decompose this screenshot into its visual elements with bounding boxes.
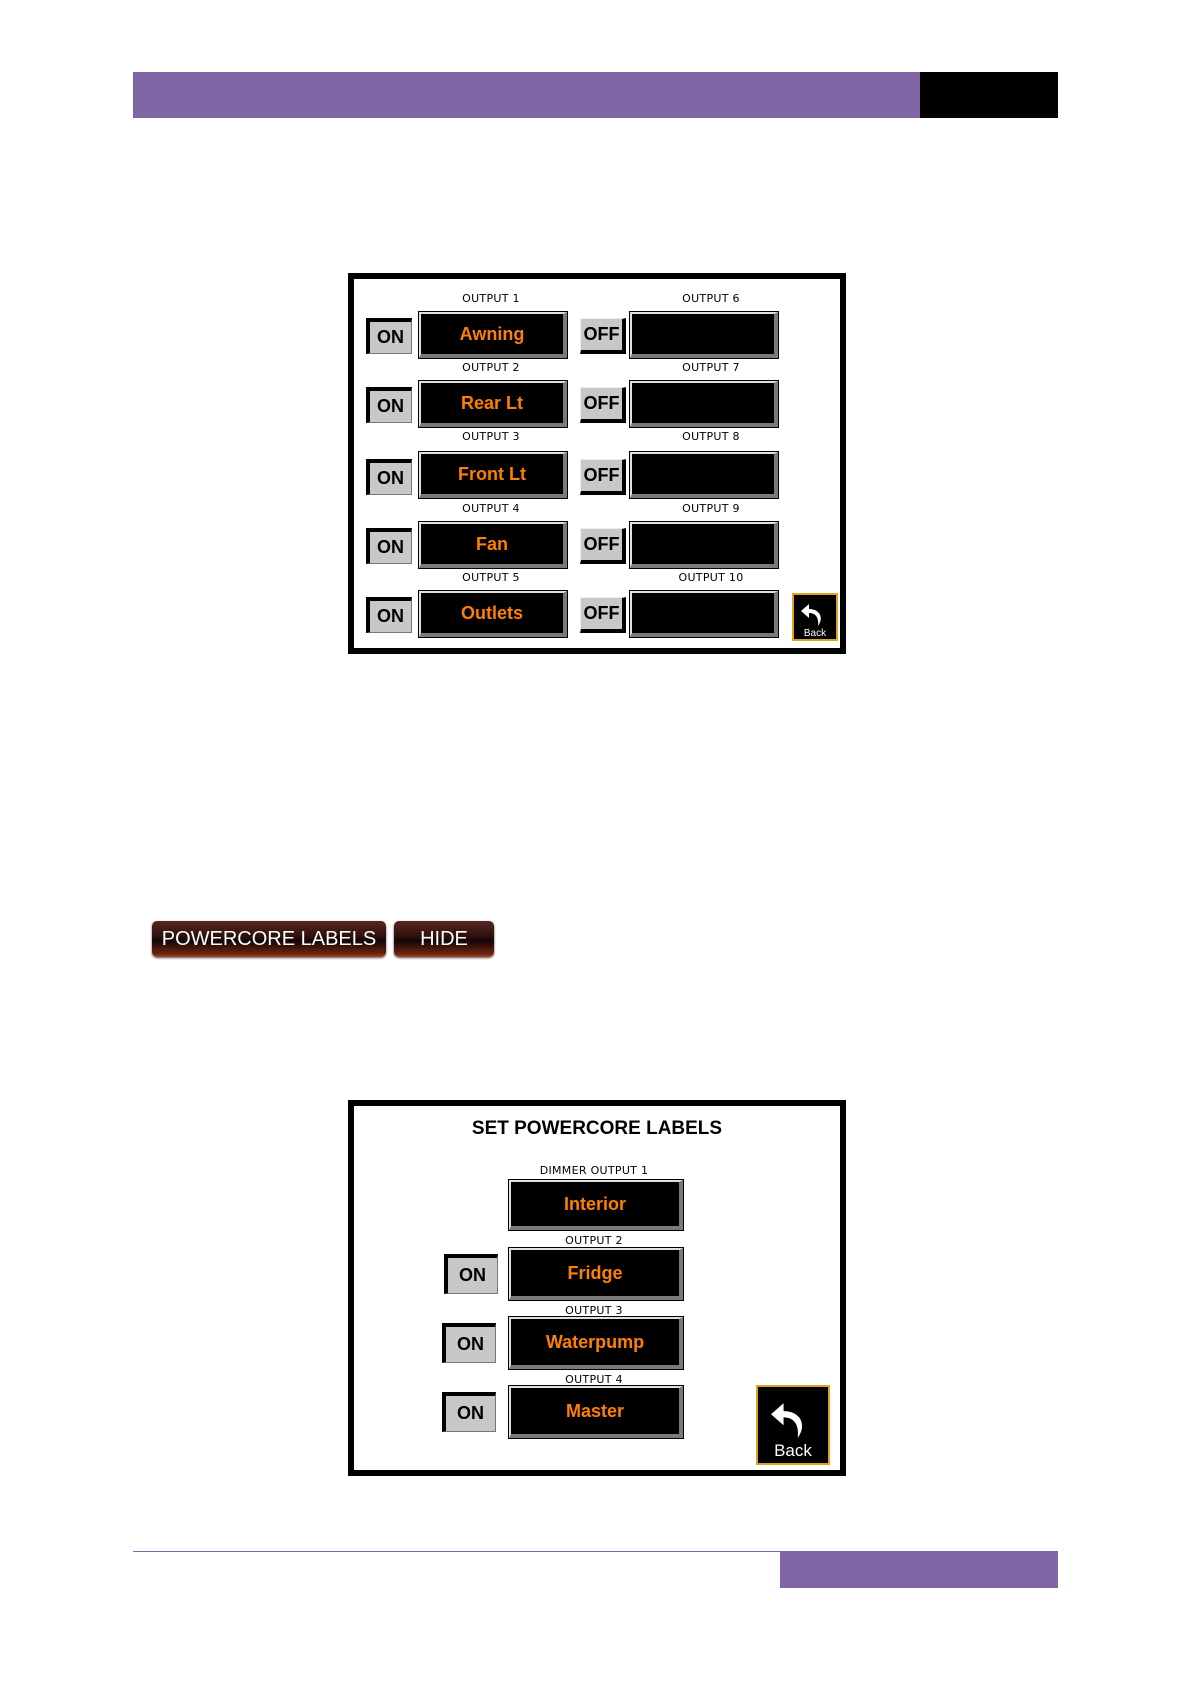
back-arrow-icon (769, 1397, 817, 1441)
powercore-labels-button[interactable]: POWERCORE LABELS (152, 921, 386, 957)
dimmer-output-1-caption: DIMMER OUTPUT 1 (514, 1164, 674, 1177)
output-1-toggle[interactable]: ON (366, 318, 412, 354)
back-button[interactable]: Back (792, 593, 838, 641)
output-2-caption: OUTPUT 2 (426, 361, 556, 374)
output-8-toggle[interactable]: OFF (580, 459, 626, 495)
output-10-caption: OUTPUT 10 (646, 571, 776, 584)
back-button[interactable]: Back (756, 1385, 830, 1465)
set-powercore-labels-screen: SET POWERCORE LABELS DIMMER OUTPUT 1 Int… (348, 1100, 846, 1476)
screen-title: SET POWERCORE LABELS (354, 1118, 840, 1140)
output-7-label-button[interactable] (630, 381, 778, 427)
output-4-caption: OUTPUT 4 (426, 502, 556, 515)
output-4-label-button[interactable]: Master (509, 1386, 683, 1438)
output-5-caption: OUTPUT 5 (426, 571, 556, 584)
output-2-toggle[interactable]: ON (366, 387, 412, 423)
hide-button[interactable]: HIDE (394, 921, 494, 957)
output-5-label-button[interactable]: Outlets (419, 591, 567, 637)
document-header-bar (133, 72, 920, 118)
output-7-toggle[interactable]: OFF (580, 387, 626, 423)
output-10-toggle[interactable]: OFF (580, 597, 626, 633)
output-6-label-button[interactable] (630, 312, 778, 358)
output-4-toggle[interactable]: ON (442, 1392, 496, 1432)
output-2-label-button[interactable]: Fridge (509, 1248, 683, 1300)
output-8-label-button[interactable] (630, 452, 778, 498)
output-3-label-button[interactable]: Front Lt (419, 452, 567, 498)
document-header-block (920, 72, 1058, 118)
output-7-caption: OUTPUT 7 (646, 361, 776, 374)
output-4-caption: OUTPUT 4 (514, 1373, 674, 1386)
output-9-caption: OUTPUT 9 (646, 502, 776, 515)
output-control-screen: OUTPUT 1 ON Awning OUTPUT 2 ON Rear Lt O… (348, 273, 846, 654)
output-2-caption: OUTPUT 2 (514, 1234, 674, 1247)
output-6-caption: OUTPUT 6 (646, 292, 776, 305)
output-2-label-button[interactable]: Rear Lt (419, 381, 567, 427)
output-9-label-button[interactable] (630, 522, 778, 568)
output-1-caption: OUTPUT 1 (426, 292, 556, 305)
output-2-toggle[interactable]: ON (444, 1254, 498, 1294)
output-5-toggle[interactable]: ON (366, 597, 412, 633)
back-button-label: Back (804, 628, 826, 639)
output-3-label-button[interactable]: Waterpump (509, 1317, 683, 1369)
back-button-label: Back (774, 1441, 812, 1461)
output-10-label-button[interactable] (630, 591, 778, 637)
document-footer-bar (780, 1552, 1058, 1588)
output-3-caption: OUTPUT 3 (514, 1304, 674, 1317)
dimmer-output-1-label-button[interactable]: Interior (509, 1180, 683, 1230)
output-4-label-button[interactable]: Fan (419, 522, 567, 568)
output-3-toggle[interactable]: ON (366, 459, 412, 495)
output-6-toggle[interactable]: OFF (580, 318, 626, 354)
output-9-toggle[interactable]: OFF (580, 528, 626, 564)
output-4-toggle[interactable]: ON (366, 528, 412, 564)
output-3-toggle[interactable]: ON (442, 1323, 496, 1363)
output-1-label-button[interactable]: Awning (419, 312, 567, 358)
output-3-caption: OUTPUT 3 (426, 430, 556, 443)
back-arrow-icon (800, 600, 830, 628)
output-8-caption: OUTPUT 8 (646, 430, 776, 443)
